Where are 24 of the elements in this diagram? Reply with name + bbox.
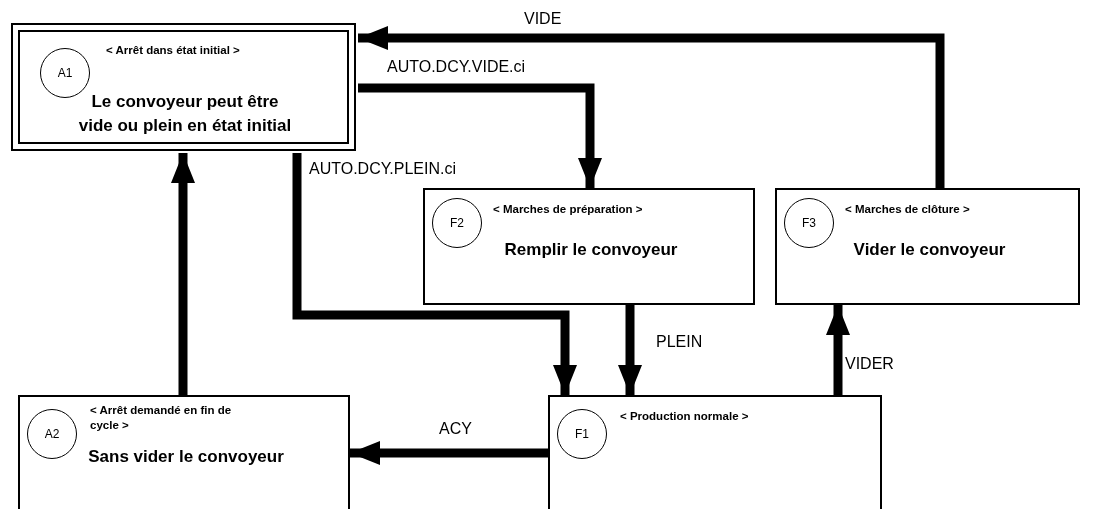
transition-arrow [826, 305, 850, 395]
state-circle: F3 [784, 198, 834, 248]
state-description: Remplir le convoyeur [503, 239, 679, 261]
state-box [548, 395, 882, 509]
state-circle: A1 [40, 48, 90, 98]
state-heading: < Production normale > [620, 409, 750, 424]
state-description: Vider le convoyeur [852, 239, 1007, 261]
transition-arrow [350, 441, 548, 465]
transition-arrow [171, 153, 195, 395]
state-box [775, 188, 1080, 305]
state-circle: A2 [27, 409, 77, 459]
transition-arrow [358, 26, 945, 188]
state-circle: F1 [557, 409, 607, 459]
transition-arrow [292, 153, 577, 395]
state-box [423, 188, 755, 305]
state-heading: < Arrêt demandé en fin de cycle > [90, 403, 233, 433]
transition-arrow [618, 305, 642, 395]
state-circle: F2 [432, 198, 482, 248]
state-heading: < Arrêt dans état initial > [106, 43, 241, 58]
state-description: Sans vider le convoyeur [87, 446, 285, 468]
state-box [18, 395, 350, 509]
state-heading: < Marches de clôture > [845, 202, 971, 217]
state-heading: < Marches de préparation > [493, 202, 644, 217]
transition-arrow [358, 83, 602, 188]
